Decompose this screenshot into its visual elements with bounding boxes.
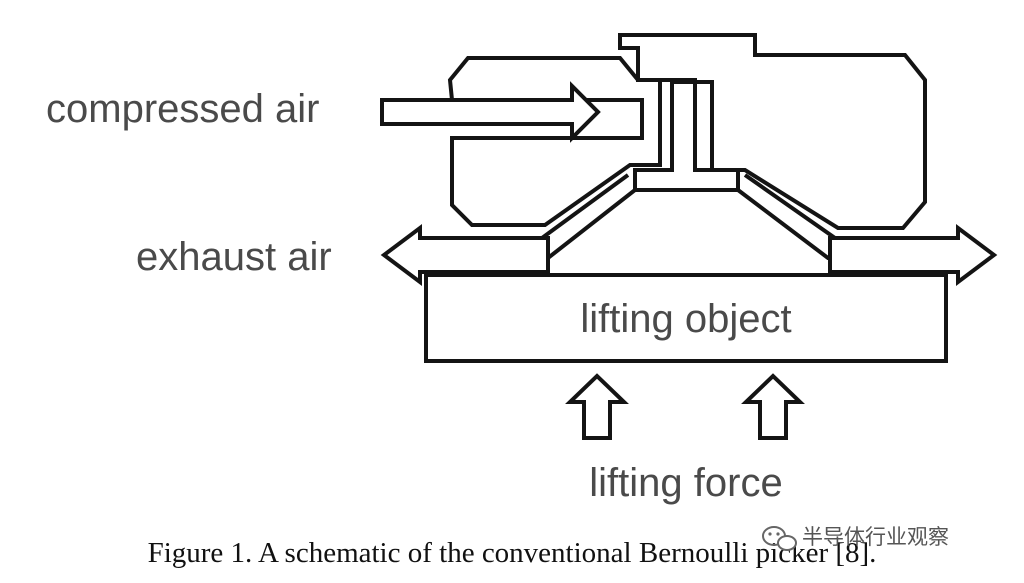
wechat-icon <box>762 526 797 551</box>
lifting-object-label: lifting object <box>580 297 791 341</box>
lifting-force-label: lifting force <box>589 461 782 505</box>
lifting-object-box <box>424 273 948 363</box>
watermark: 半导体行业观察 <box>762 525 949 551</box>
picker-housing-left-upper <box>447 56 662 227</box>
lifting-force-arrow-right <box>741 373 805 440</box>
exhaust-air-label: exhaust air <box>136 235 332 279</box>
picker-stem <box>633 78 740 192</box>
exhaust-arrow-left <box>380 224 550 286</box>
picker-housing-top <box>618 33 927 230</box>
compressed-air-label: compressed air <box>46 87 319 131</box>
watermark-text: 半导体行业观察 <box>802 525 949 549</box>
compressed-air-arrow <box>380 81 601 143</box>
figure-caption: Figure 1. A schematic of the conventiona… <box>148 537 877 569</box>
lifting-force-arrow-left <box>565 373 629 440</box>
exhaust-arrow-right <box>828 224 998 286</box>
